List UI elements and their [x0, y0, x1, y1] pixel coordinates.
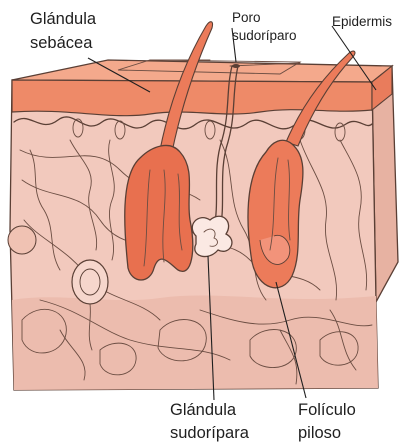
label-pore-line1: Poro — [232, 10, 261, 25]
subcutaneous-layer — [12, 296, 378, 390]
sweat-pore — [232, 64, 240, 68]
label-sweat-gland-line2: sudorípara — [170, 424, 250, 442]
label-sweat-gland-line1: Glándula — [170, 401, 237, 419]
label-sebaceous-gland-line1: Glándula — [30, 10, 97, 28]
label-sebaceous-gland-line2: sebácea — [30, 34, 93, 52]
label-pore-line2: sudoríparo — [232, 28, 297, 43]
label-hair-follicle-line1: Folículo — [298, 401, 356, 419]
label-epidermis: Epidermis — [332, 14, 392, 29]
label-hair-follicle-line2: piloso — [298, 424, 341, 442]
